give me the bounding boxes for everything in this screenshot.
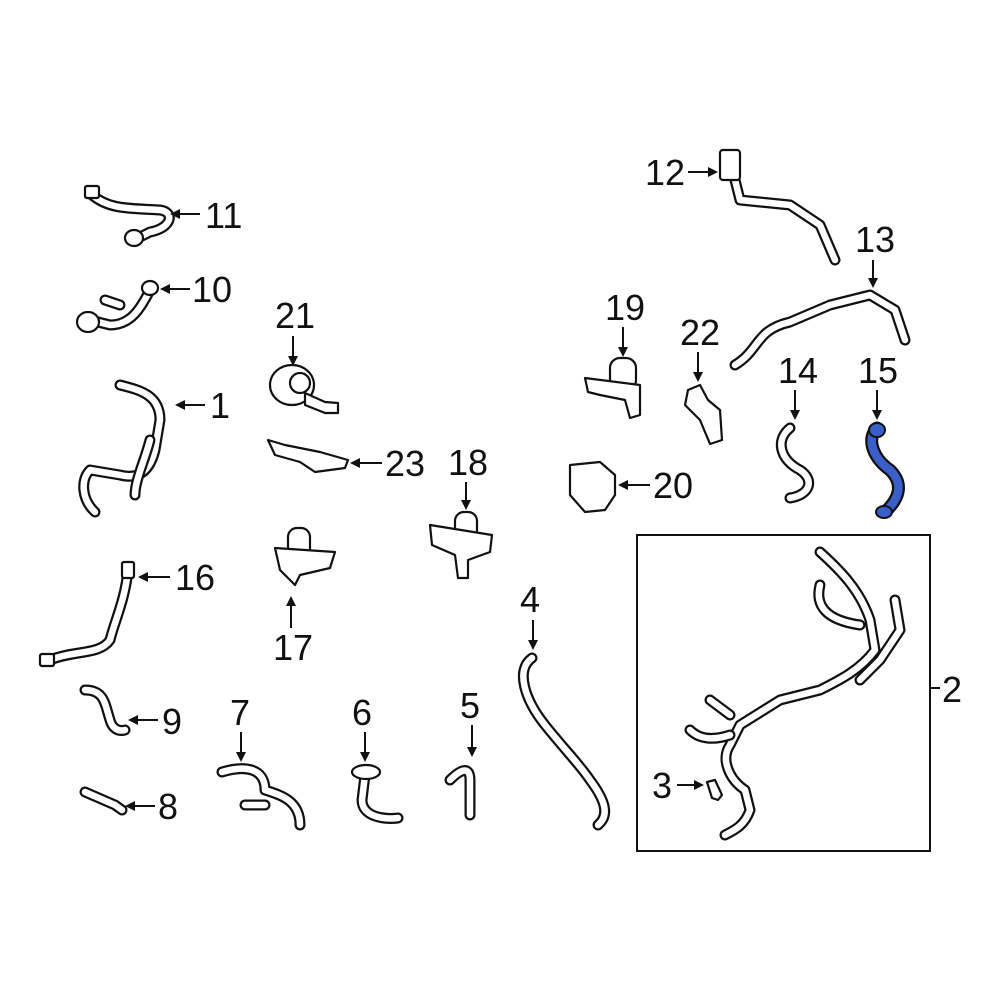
part-3-fitting[interactable]: 3 [652,765,724,806]
part-18-valve[interactable]: 18 [428,442,494,580]
part-7-hose[interactable]: 7 [216,692,306,831]
callout-4[interactable]: 4 [520,579,540,620]
callout-10[interactable]: 10 [192,269,232,310]
part-11-hose[interactable]: 11 [83,184,242,248]
callout-21[interactable]: 21 [275,295,315,336]
callout-18[interactable]: 18 [448,442,488,483]
part-5-hose[interactable]: 5 [444,685,480,821]
callout-2[interactable]: 2 [942,669,962,710]
part-19-valve[interactable]: 19 [583,287,645,420]
callout-12[interactable]: 12 [645,152,685,193]
callout-17[interactable]: 17 [273,627,313,668]
part-6-hose[interactable]: 6 [350,692,404,824]
part-2-hose-assembly[interactable] [684,546,906,841]
part-22-bracket[interactable]: 22 [680,312,724,446]
callout-7[interactable]: 7 [230,692,250,733]
part-20-valve[interactable]: 20 [568,460,693,514]
callout-8[interactable]: 8 [158,786,178,827]
part-23-bracket[interactable]: 23 [266,438,425,484]
part-14-hose[interactable]: 14 [775,350,818,504]
part-10-hose[interactable]: 10 [75,269,232,334]
callout-16[interactable]: 16 [175,557,215,598]
callout-23[interactable]: 23 [385,443,425,484]
callout-11[interactable]: 11 [205,195,242,236]
callout-14[interactable]: 14 [778,350,818,391]
callout-20[interactable]: 20 [653,465,693,506]
callout-5[interactable]: 5 [460,685,480,726]
part-13-pipe[interactable]: 13 [729,219,911,371]
callout-6[interactable]: 6 [352,692,372,733]
callout-9[interactable]: 9 [162,701,182,742]
part-15-hose-highlighted[interactable]: 15 [858,350,905,519]
callout-22[interactable]: 22 [680,312,720,353]
callout-19[interactable]: 19 [605,287,645,328]
part-16-hose[interactable]: 16 [38,557,215,668]
callout-15[interactable]: 15 [858,350,898,391]
part-1-hose-assembly[interactable]: 1 [78,379,230,518]
part-4-hose[interactable]: 4 [517,579,611,831]
part-2-group-box [636,534,931,852]
part-21-pump[interactable]: 21 [268,295,340,415]
callout-3[interactable]: 3 [652,765,672,806]
callout-1[interactable]: 1 [210,385,230,426]
part-8-clip[interactable]: 8 [79,786,178,827]
part-17-valve[interactable]: 17 [273,526,337,668]
callout-13[interactable]: 13 [855,219,895,260]
part-9-hose[interactable]: 9 [79,684,182,742]
part-12-pipe[interactable]: 12 [645,148,841,266]
